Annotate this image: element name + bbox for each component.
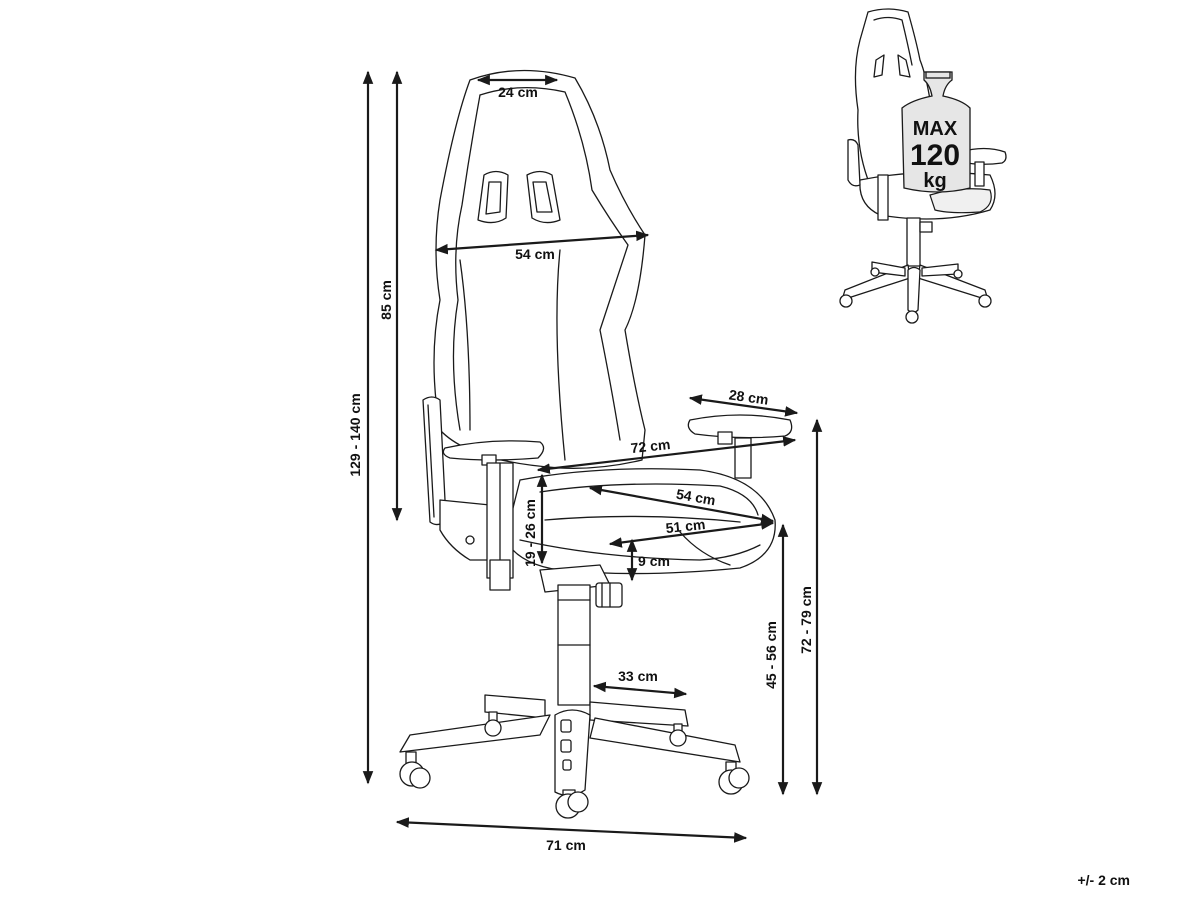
label-armrest-height: 72 - 79 cm bbox=[798, 586, 814, 654]
label-seat-width: 51 cm bbox=[665, 516, 706, 536]
max-unit: kg bbox=[923, 170, 946, 192]
label-seat-height: 45 - 56 cm bbox=[763, 621, 779, 689]
dim-base-radius bbox=[592, 681, 688, 699]
dimension-lines bbox=[362, 70, 823, 843]
label-base-width: 71 cm bbox=[546, 837, 586, 853]
label-seat-thickness: 9 cm bbox=[638, 553, 670, 569]
weight-icon: MAX 120 kg bbox=[901, 71, 971, 193]
label-backrest-height: 85 cm bbox=[378, 280, 394, 320]
label-base-radius: 33 cm bbox=[618, 668, 658, 684]
tolerance-note: +/- 2 cm bbox=[1077, 872, 1130, 888]
label-total-height: 129 - 140 cm bbox=[347, 393, 363, 476]
dimension-labels: 24 cm 54 cm 85 cm 129 - 140 cm 28 cm 72 … bbox=[347, 84, 814, 853]
label-backrest-width: 54 cm bbox=[515, 246, 555, 262]
dim-armrest-length bbox=[688, 394, 799, 417]
dim-armrest-span bbox=[536, 436, 797, 474]
chair-thumbnail: MAX 120 kg bbox=[839, 8, 1007, 324]
office-chair-drawing bbox=[399, 69, 793, 819]
label-headrest-width: 24 cm bbox=[498, 84, 538, 100]
max-value: 120 bbox=[910, 139, 960, 172]
label-armrest-length: 28 cm bbox=[728, 386, 770, 407]
label-armrest-above-seat: 19 - 26 cm bbox=[522, 499, 538, 567]
label-armrest-span: 72 cm bbox=[630, 436, 671, 456]
max-label: MAX bbox=[913, 118, 958, 140]
label-seat-depth: 54 cm bbox=[675, 486, 717, 509]
dim-backrest-width bbox=[434, 230, 650, 255]
dim-seat-depth bbox=[588, 484, 775, 525]
dim-base-width bbox=[395, 817, 748, 843]
